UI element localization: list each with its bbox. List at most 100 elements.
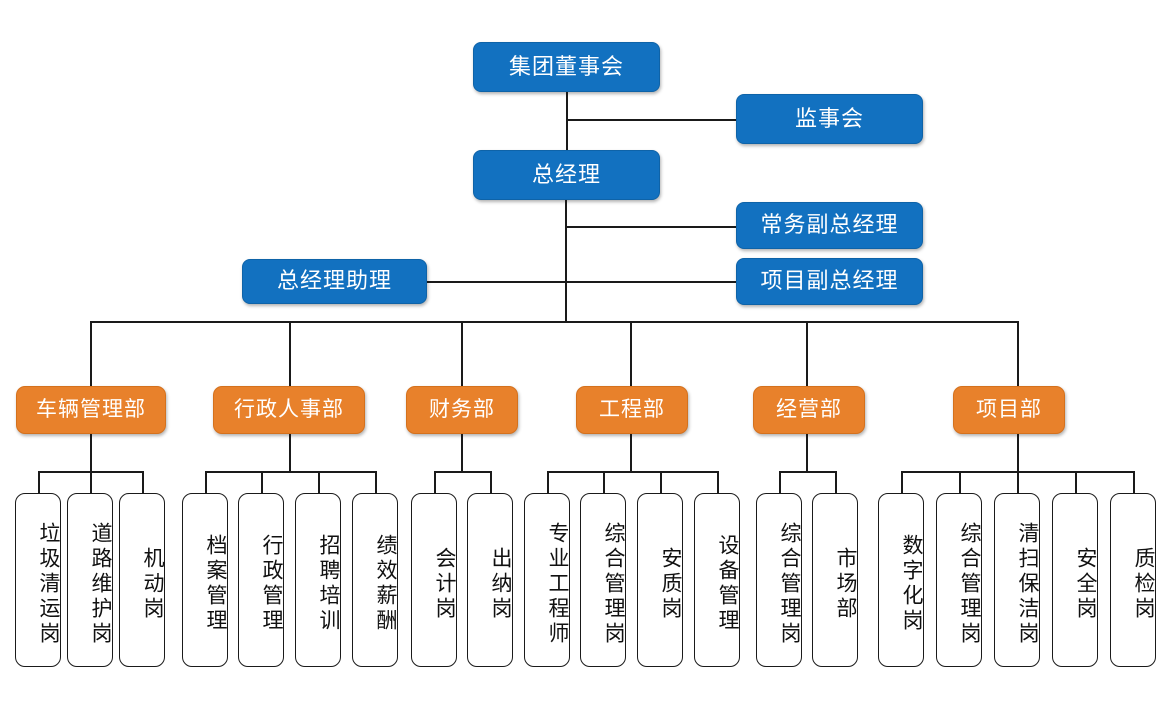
connector-dept3-down [461, 434, 463, 472]
connector-dept4-down [630, 434, 632, 472]
node-label: 综合管理岗 [778, 521, 801, 647]
node-position-records-management[interactable]: 档案管理 [182, 493, 228, 667]
node-label: 道路维护岗 [89, 521, 112, 647]
node-general-manager[interactable]: 总经理 [473, 150, 660, 200]
connector-dept6-leg-1 [901, 471, 903, 493]
node-label: 市场部 [834, 546, 857, 622]
node-position-mobile-duty[interactable]: 机动岗 [119, 493, 165, 667]
node-position-project-general-management[interactable]: 综合管理岗 [936, 493, 982, 667]
node-position-engineering-general-management[interactable]: 综合管理岗 [580, 493, 626, 667]
node-label: 综合管理岗 [602, 521, 625, 647]
node-label: 车辆管理部 [36, 398, 146, 422]
node-label: 行政管理 [260, 534, 283, 634]
node-department-vehicle-management[interactable]: 车辆管理部 [16, 386, 166, 434]
node-label: 综合管理岗 [958, 521, 981, 647]
connector-dept5-leg-2 [835, 471, 837, 493]
connector-dept1-leg-1 [38, 471, 40, 493]
node-label: 档案管理 [204, 534, 227, 634]
node-position-performance-compensation[interactable]: 绩效薪酬 [352, 493, 398, 667]
connector-bus-to-dept-2 [289, 321, 291, 386]
node-department-engineering[interactable]: 工程部 [576, 386, 688, 434]
node-label: 质检岗 [1132, 546, 1155, 622]
node-label: 工程部 [599, 398, 665, 422]
connector-bus-to-dept-3 [461, 321, 463, 386]
node-position-safety[interactable]: 安全岗 [1052, 493, 1098, 667]
node-executive-deputy-gm[interactable]: 常务副总经理 [736, 202, 923, 249]
node-label: 常务副总经理 [760, 212, 899, 238]
connector-spine-to-supervisory [566, 119, 736, 121]
connector-board-to-gm [566, 92, 568, 152]
connector-dept3-subbus [434, 471, 490, 473]
connector-bus-to-dept-6 [1017, 321, 1019, 386]
node-label: 机动岗 [141, 546, 164, 622]
connector-dept4-leg-3 [660, 471, 662, 493]
connector-dept2-leg-2 [261, 471, 263, 493]
node-gm-assistant[interactable]: 总经理助理 [242, 259, 427, 304]
connector-dept6-leg-3 [1017, 471, 1019, 493]
node-position-digitalization[interactable]: 数字化岗 [878, 493, 924, 667]
connector-dept6-down [1017, 434, 1019, 472]
connector-bus-to-dept-4 [630, 321, 632, 386]
node-position-safety-quality[interactable]: 安质岗 [637, 493, 683, 667]
node-position-administrative-management[interactable]: 行政管理 [238, 493, 284, 667]
node-position-waste-transport[interactable]: 垃圾清运岗 [15, 493, 61, 667]
connector-dept2-down [289, 434, 291, 472]
connector-dept4-leg-2 [603, 471, 605, 493]
node-position-quality-inspection[interactable]: 质检岗 [1110, 493, 1156, 667]
connector-dept1-leg-2 [90, 471, 92, 493]
connector-gm-spine [565, 200, 567, 322]
node-project-deputy-gm[interactable]: 项目副总经理 [736, 258, 923, 305]
connector-dept2-leg-1 [205, 471, 207, 493]
node-position-accounting[interactable]: 会计岗 [411, 493, 457, 667]
node-label: 设备管理 [716, 534, 739, 634]
connector-dept6-leg-5 [1133, 471, 1135, 493]
node-label: 安质岗 [659, 546, 682, 622]
node-department-project[interactable]: 项目部 [953, 386, 1065, 434]
node-label: 总经理助理 [276, 268, 392, 294]
node-supervisory-board[interactable]: 监事会 [736, 94, 923, 144]
node-position-cleaning-sanitation[interactable]: 清扫保洁岗 [994, 493, 1040, 667]
node-position-equipment-management[interactable]: 设备管理 [694, 493, 740, 667]
node-label: 项目部 [976, 398, 1042, 422]
node-position-marketing[interactable]: 市场部 [812, 493, 858, 667]
connector-dept6-leg-4 [1075, 471, 1077, 493]
node-department-finance[interactable]: 财务部 [406, 386, 518, 434]
connector-spine-to-project-deputy [566, 281, 736, 283]
node-department-operations[interactable]: 经营部 [753, 386, 865, 434]
node-department-admin-hr[interactable]: 行政人事部 [213, 386, 365, 434]
node-label: 集团董事会 [508, 53, 624, 79]
node-position-operations-general-management[interactable]: 综合管理岗 [756, 493, 802, 667]
connector-bus-to-dept-1 [90, 321, 92, 386]
connector-dept4-leg-1 [547, 471, 549, 493]
connector-dept5-leg-1 [779, 471, 781, 493]
node-board-of-directors[interactable]: 集团董事会 [473, 42, 660, 92]
node-label: 财务部 [429, 398, 495, 422]
node-label: 监事会 [794, 105, 864, 131]
node-position-recruitment-training[interactable]: 招聘培训 [295, 493, 341, 667]
node-label: 招聘培训 [317, 534, 340, 634]
connector-dept4-leg-4 [717, 471, 719, 493]
node-label: 会计岗 [433, 546, 456, 622]
node-label: 垃圾清运岗 [37, 521, 60, 647]
node-label: 安全岗 [1074, 546, 1097, 622]
connector-dept5-subbus [779, 471, 835, 473]
connector-spine-to-gm-assistant [427, 281, 566, 283]
node-position-road-maintenance[interactable]: 道路维护岗 [67, 493, 113, 667]
connector-spine-to-executive-deputy [566, 226, 736, 228]
node-label: 行政人事部 [234, 398, 344, 422]
node-label: 清扫保洁岗 [1016, 521, 1039, 647]
node-label: 出纳岗 [489, 546, 512, 622]
node-position-cashier[interactable]: 出纳岗 [467, 493, 513, 667]
node-label: 数字化岗 [900, 534, 923, 634]
node-position-professional-engineer[interactable]: 专业工程师 [524, 493, 570, 667]
connector-dept6-leg-2 [959, 471, 961, 493]
connector-dept2-leg-3 [318, 471, 320, 493]
node-label: 专业工程师 [546, 521, 569, 647]
node-label: 经营部 [776, 398, 842, 422]
connector-dept5-down [806, 434, 808, 472]
node-label: 项目副总经理 [760, 268, 899, 294]
connector-dept4-subbus [547, 471, 717, 473]
connector-dept1-down [90, 434, 92, 472]
connector-department-bus [90, 321, 1018, 323]
